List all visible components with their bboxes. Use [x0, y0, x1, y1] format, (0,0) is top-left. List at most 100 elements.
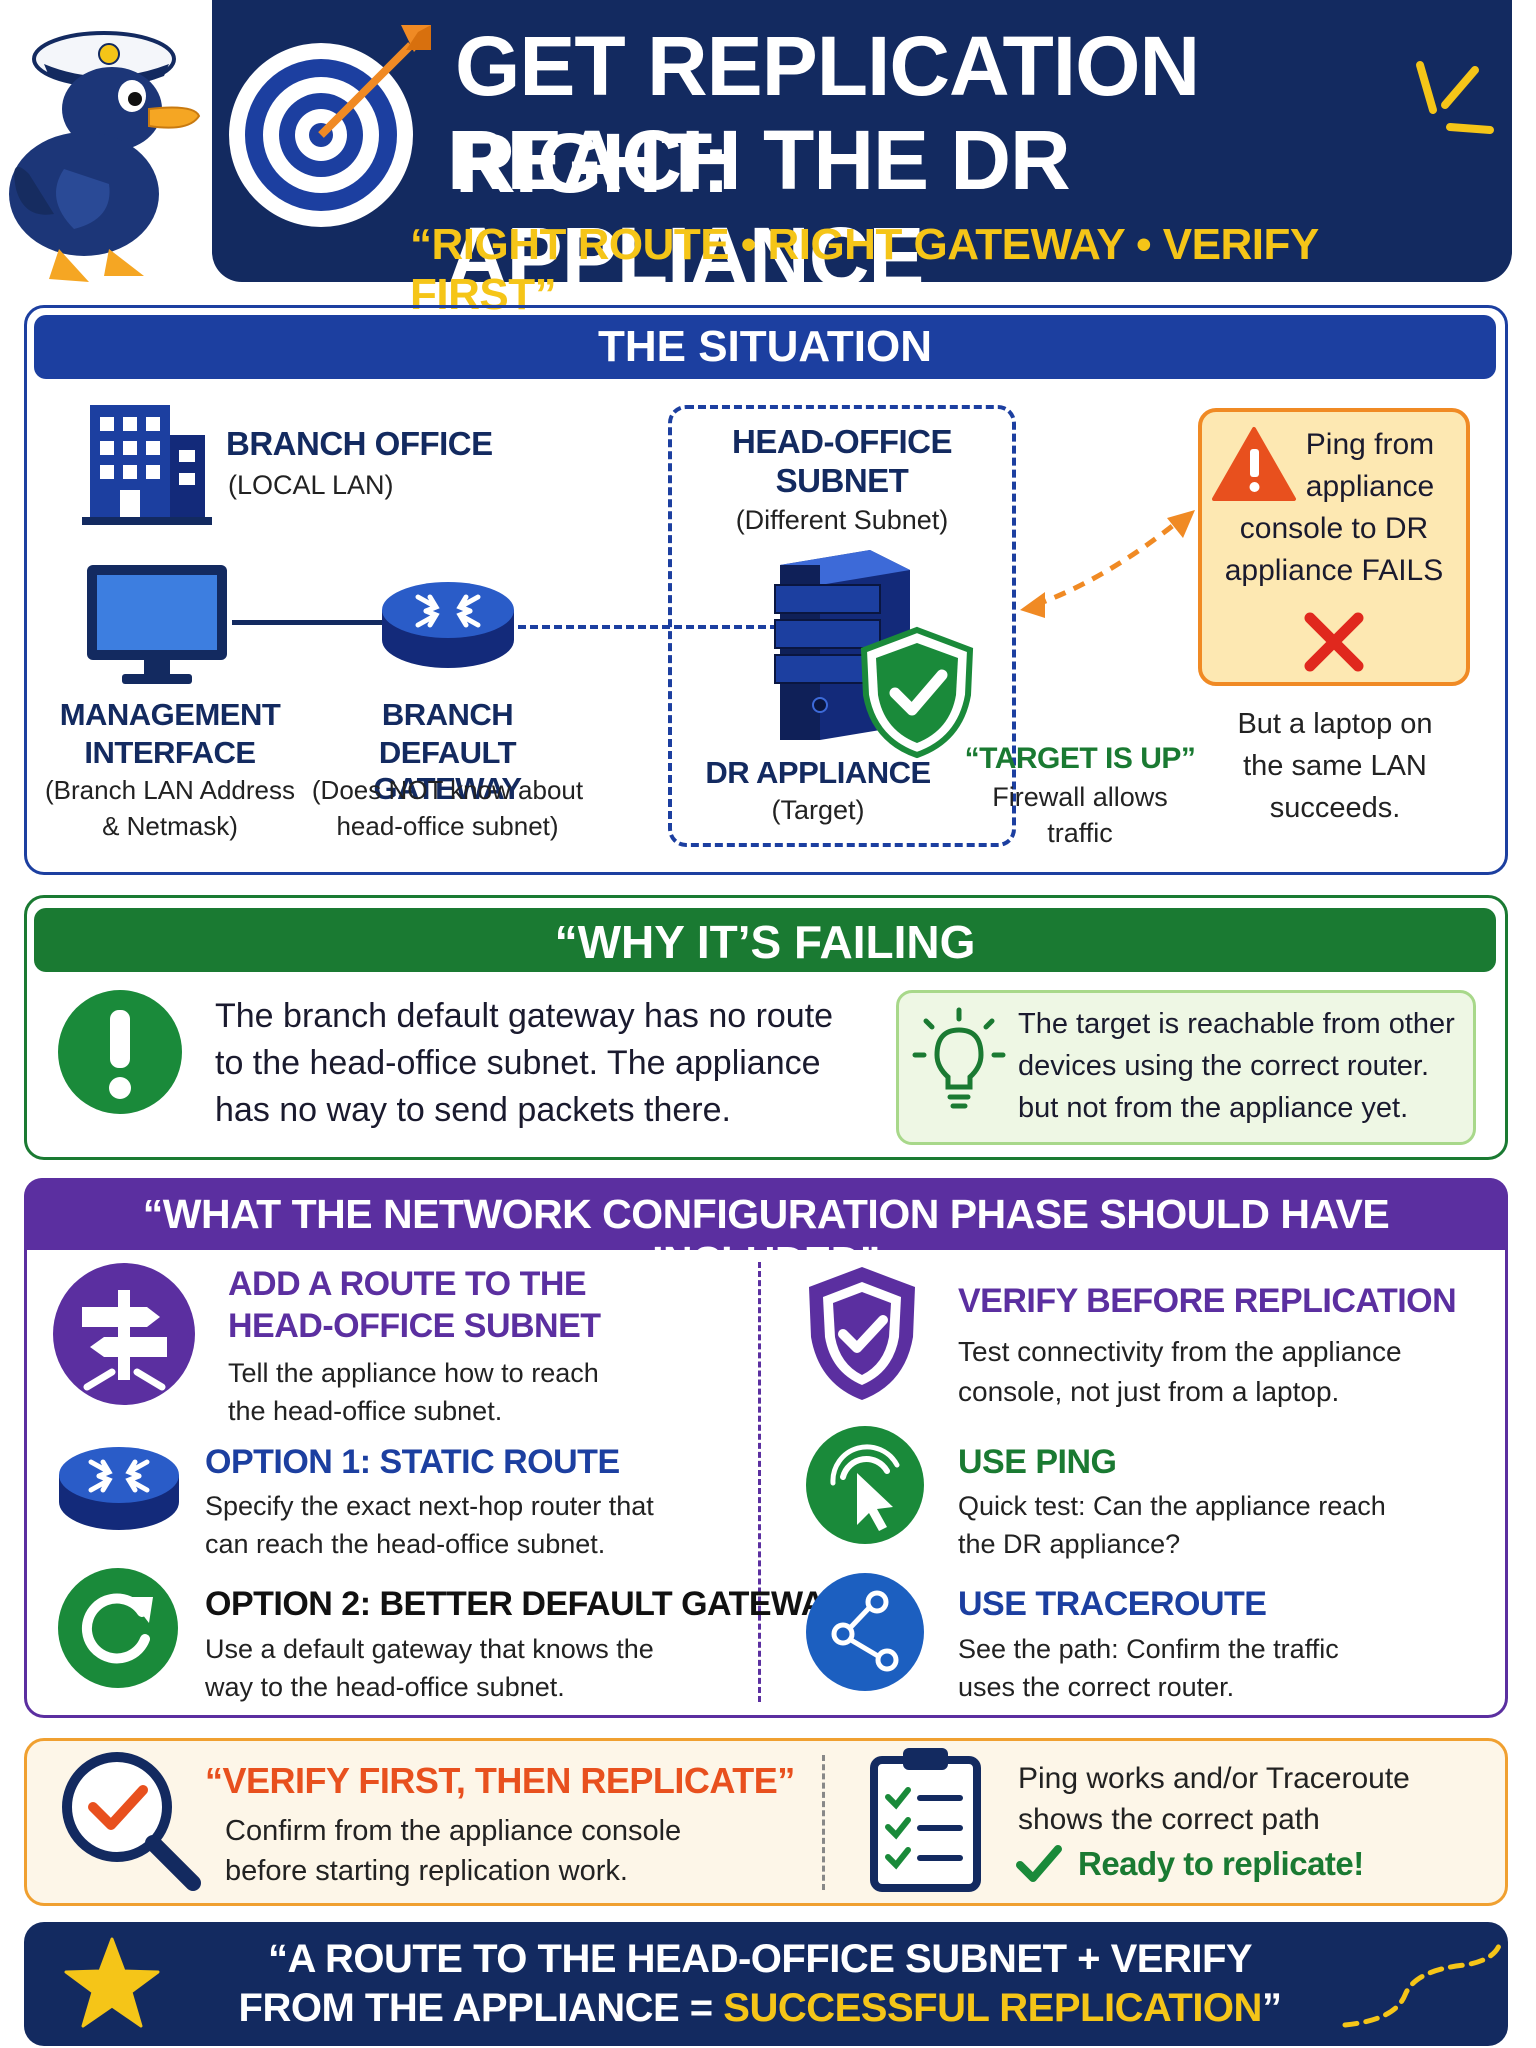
- page-title-line2: REACH THE DR APPLIANCE: [447, 113, 1071, 304]
- mgmt-interface-label-2: INTERFACE: [84, 735, 256, 770]
- footer-line-1: “A ROUTE TO THE HEAD-OFFICE SUBNET + VER…: [267, 1937, 1253, 1981]
- server-icon: [774, 550, 910, 740]
- magnifier-check-icon: [62, 1752, 201, 1891]
- shield-check-icon: [860, 626, 974, 759]
- footer-banner: [24, 1922, 1508, 2046]
- warning-text-2: appliance: [1305, 470, 1435, 503]
- head-office-label-1: HEAD-OFFICE: [732, 423, 953, 460]
- config-divider: [758, 1262, 761, 1702]
- ready-label: Ready to replicate!: [1078, 1845, 1364, 1882]
- tip-box: [896, 990, 1476, 1145]
- page-title-line1: GET REPLICATION RIGHT:: [455, 19, 1200, 210]
- router-icon: [382, 582, 514, 668]
- checkmark-icon: [1016, 1845, 1062, 1882]
- ping-path-arrow-icon: [1020, 510, 1195, 618]
- lightbulb-icon: [912, 1007, 1006, 1109]
- gateway-sub-2: head-office subnet): [336, 811, 559, 841]
- footer-highlight: SUCCESSFUL REPLICATION: [723, 1986, 1262, 2030]
- refresh-icon: [58, 1568, 178, 1688]
- building-icon: [82, 405, 212, 525]
- footer-line-2: FROM THE APPLIANCE = SUCCESSFUL REPLICAT…: [170, 1986, 1350, 2031]
- option2-text-2: way to the head-office subnet.: [205, 1672, 565, 1702]
- laptop-note-3: succeeds.: [1269, 792, 1401, 824]
- option1-text-2: can reach the head-office subnet.: [205, 1529, 606, 1559]
- signpost-icon: [53, 1263, 195, 1405]
- sparkle-icon: [1416, 61, 1494, 134]
- why-failing-title: “WHY IT’S FAILING: [554, 916, 976, 968]
- option1-text-1: Specify the exact next-hop router that: [205, 1491, 654, 1521]
- traceroute-text-2: uses the correct router.: [958, 1672, 1235, 1702]
- add-route-text-1: Tell the appliance how to reach: [228, 1358, 599, 1388]
- mgmt-interface-sub-1: (Branch LAN Address: [44, 775, 295, 805]
- lan-link-line: [232, 620, 382, 625]
- fail-x-icon: [1304, 612, 1364, 672]
- situation-title: THE SITUATION: [597, 322, 933, 371]
- verify-text-1: Test connectivity from the appliance: [958, 1336, 1402, 1367]
- option2-text-1: Use a default gateway that knows the: [205, 1634, 654, 1664]
- mgmt-interface-label-1: MANAGEMENT: [59, 697, 281, 732]
- warning-text-4: appliance FAILS: [1224, 554, 1444, 587]
- laptop-note-2: the same LAN: [1243, 750, 1427, 782]
- exclamation-icon: [58, 990, 182, 1114]
- gateway-label-1: BRANCH: [381, 697, 514, 732]
- warning-text-1: Ping from: [1305, 428, 1435, 461]
- ping-text-2: the DR appliance?: [958, 1529, 1181, 1559]
- gateway-sub-1: (Does NOT know about: [311, 775, 584, 805]
- tip-text-3: but not from the appliance yet.: [1018, 1092, 1409, 1124]
- warning-text-3: console to DR: [1239, 512, 1429, 545]
- traceroute-heading: USE TRACEROUTE: [958, 1585, 1267, 1623]
- verify-first-divider: [822, 1755, 825, 1890]
- checklist-text-1: Ping works and/or Traceroute: [1018, 1762, 1410, 1795]
- add-route-heading-1: ADD A ROUTE TO THE: [228, 1265, 587, 1303]
- verify-first-text-1: Confirm from the appliance console: [225, 1815, 682, 1847]
- ping-text-1: Quick test: Can the appliance reach: [958, 1491, 1386, 1521]
- tip-text-1: The target is reachable from other: [1018, 1008, 1455, 1040]
- footer-line-2-suffix: ”: [1261, 1986, 1282, 2030]
- why-failing-header-bar: [34, 908, 1496, 972]
- target-up-sub-1: Firewall allows: [992, 782, 1168, 812]
- ping-heading: USE PING: [958, 1443, 1117, 1481]
- router-small-icon: [59, 1447, 179, 1530]
- head-office-subnet-box: [668, 405, 1016, 847]
- target-up-label: “TARGET IS UP”: [964, 742, 1196, 775]
- ping-click-icon: [806, 1426, 924, 1544]
- add-route-heading-2: HEAD-OFFICE SUBNET: [228, 1307, 601, 1345]
- verify-first-panel: [24, 1738, 1508, 1906]
- verify-first-heading: “VERIFY FIRST, THEN REPLICATE”: [205, 1760, 795, 1801]
- dr-appliance-sublabel: (Target): [771, 795, 865, 825]
- verify-heading: VERIFY BEFORE REPLICATION: [958, 1282, 1457, 1320]
- add-route-text-2: the head-office subnet.: [228, 1396, 503, 1426]
- footer-line-2-prefix: FROM THE APPLIANCE =: [238, 1986, 724, 2030]
- warning-icon: [1212, 427, 1296, 501]
- target-icon: [229, 25, 431, 227]
- situation-header-bar: [34, 315, 1496, 379]
- target-up-sub-2: traffic: [1047, 818, 1113, 848]
- head-office-sublabel: (Different Subnet): [735, 505, 949, 535]
- head-office-label-2: SUBNET: [775, 462, 909, 499]
- traceroute-path-icon: [806, 1573, 924, 1691]
- config-header-bar: [24, 1178, 1508, 1250]
- gateway-label-2: DEFAULT GATEWAY: [373, 735, 522, 806]
- traceroute-text-1: See the path: Confirm the traffic: [958, 1634, 1339, 1664]
- branch-office-label: BRANCH OFFICE: [226, 425, 493, 462]
- why-text-2: to the head-office subnet. The appliance: [215, 1044, 821, 1082]
- checklist-clipboard-icon: [870, 1748, 981, 1892]
- star-icon: [64, 1937, 160, 2028]
- option1-heading: OPTION 1: STATIC ROUTE: [205, 1443, 620, 1481]
- dr-appliance-label: DR APPLIANCE: [705, 755, 931, 790]
- why-text-1: The branch default gateway has no route: [215, 997, 834, 1035]
- winding-road-icon: [1342, 1940, 1503, 2028]
- checklist-text-2: shows the correct path: [1018, 1803, 1320, 1836]
- why-text-3: has no way to send packets there.: [215, 1091, 731, 1129]
- verify-shield-icon: [809, 1267, 915, 1400]
- duck-mascot-icon: [9, 31, 201, 282]
- laptop-note-1: But a laptop on: [1237, 708, 1433, 740]
- page-subtitle: “RIGHT ROUTE • RIGHT GATEWAY • VERIFY FI…: [410, 220, 1318, 319]
- mgmt-interface-sub-2: & Netmask): [102, 811, 238, 841]
- branch-office-sublabel: (LOCAL LAN): [228, 470, 394, 500]
- option2-heading: OPTION 2: BETTER DEFAULT GATEWAY: [205, 1585, 844, 1623]
- monitor-icon: [87, 565, 227, 684]
- wan-dashed-link: [518, 625, 778, 629]
- tip-text-2: devices using the correct router.: [1018, 1050, 1430, 1082]
- verify-first-text-2: before starting replication work.: [225, 1855, 628, 1887]
